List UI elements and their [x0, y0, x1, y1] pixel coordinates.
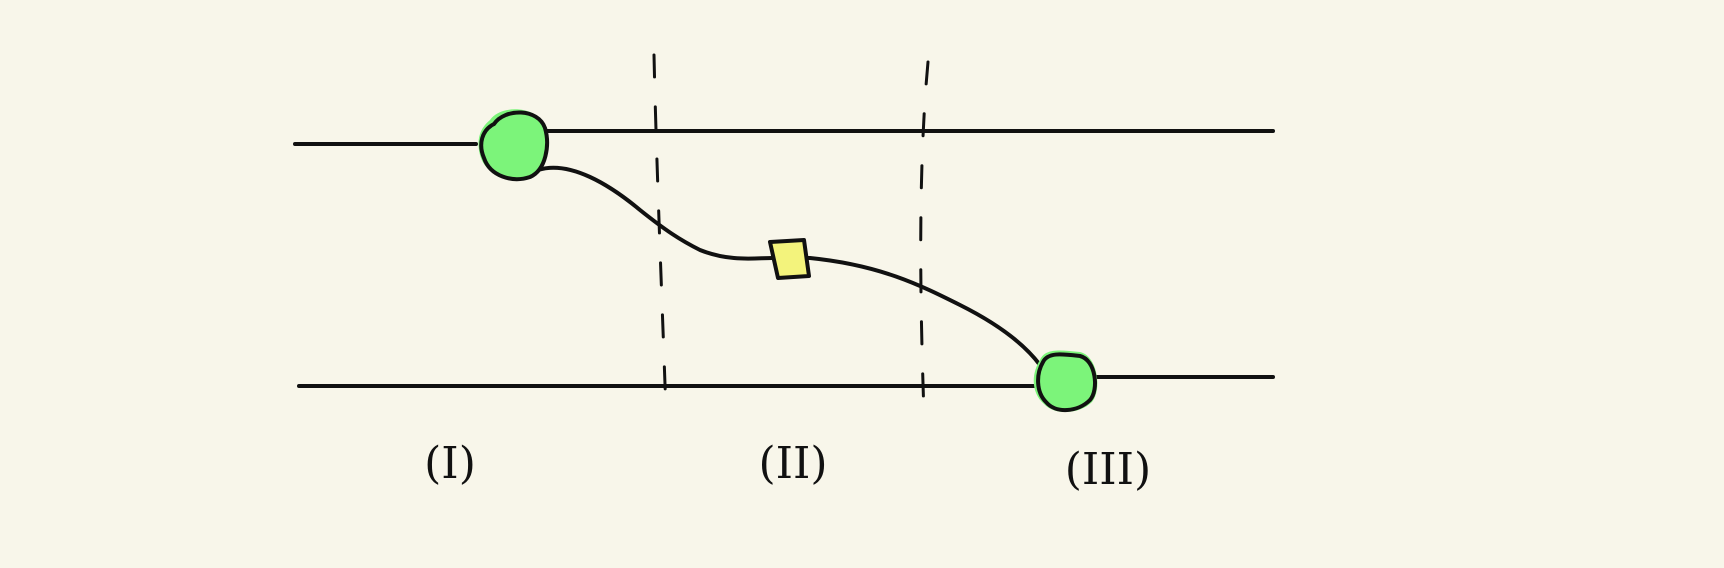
end-node: [1033, 350, 1098, 413]
transition-curve: [536, 165, 1042, 367]
region-divider-left: [652, 53, 668, 414]
region-label-2: (II): [758, 438, 827, 489]
midpoint-marker: [768, 238, 811, 280]
region-label-1: (I): [424, 438, 476, 489]
region-divider-right: [919, 60, 930, 416]
region-label-3: (III): [1065, 444, 1151, 495]
start-node: [478, 109, 550, 182]
